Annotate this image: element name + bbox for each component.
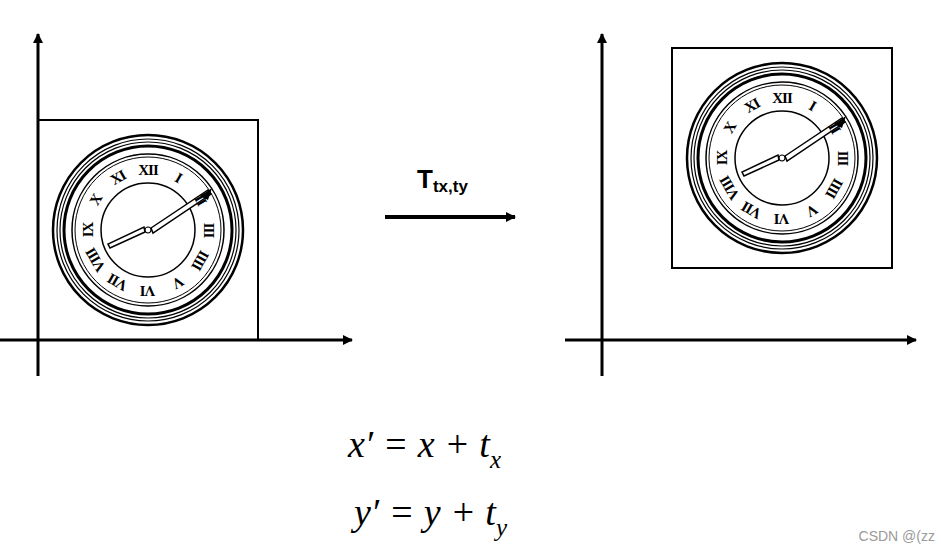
clock-numeral: III [835,151,850,166]
transform-subscript: tx,ty [433,178,468,195]
clock-numeral: IX [715,151,730,166]
clock-numeral: VI [775,211,790,226]
equation: y′ = y + t [354,493,496,531]
clock-numeral: XII [138,163,158,178]
clock-numeral: IX [81,223,96,238]
equation-subscript: x [490,447,501,472]
watermark: CSDN @(zz [859,529,935,543]
equation: x′ = x + t [348,425,490,463]
clock-numeral: VI [141,283,156,298]
equation-subscript: y [496,515,507,540]
clock-numeral: XII [772,91,792,106]
clock-numeral: III [201,223,216,238]
transform-symbol: T [417,166,433,192]
